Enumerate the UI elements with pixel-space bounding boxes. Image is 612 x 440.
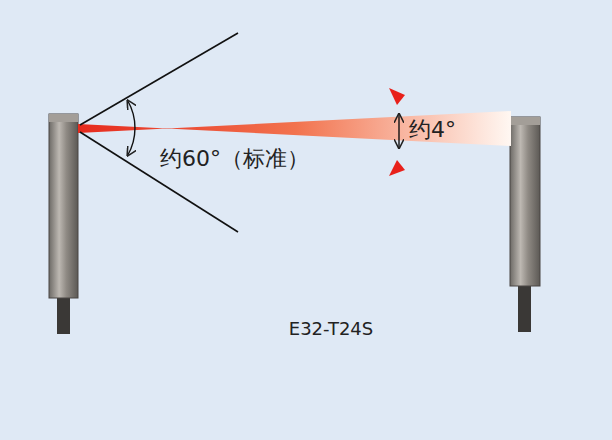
angle-label: 约4° [409, 117, 456, 143]
receiver-body [510, 117, 540, 286]
red-pointer [389, 160, 405, 176]
dimension-arrow [398, 114, 399, 148]
light-beam [78, 111, 511, 146]
angle-arc [128, 101, 135, 156]
angle-label: 约60°（标准） [160, 146, 309, 172]
model-name: E32-T24S [289, 318, 373, 340]
red-pointer [389, 88, 405, 105]
sensor-cap [49, 114, 78, 122]
sensor-cap [510, 117, 540, 125]
cable [57, 296, 70, 334]
angle-line [80, 33, 238, 125]
cable [518, 284, 531, 332]
emitter-body [49, 114, 78, 298]
